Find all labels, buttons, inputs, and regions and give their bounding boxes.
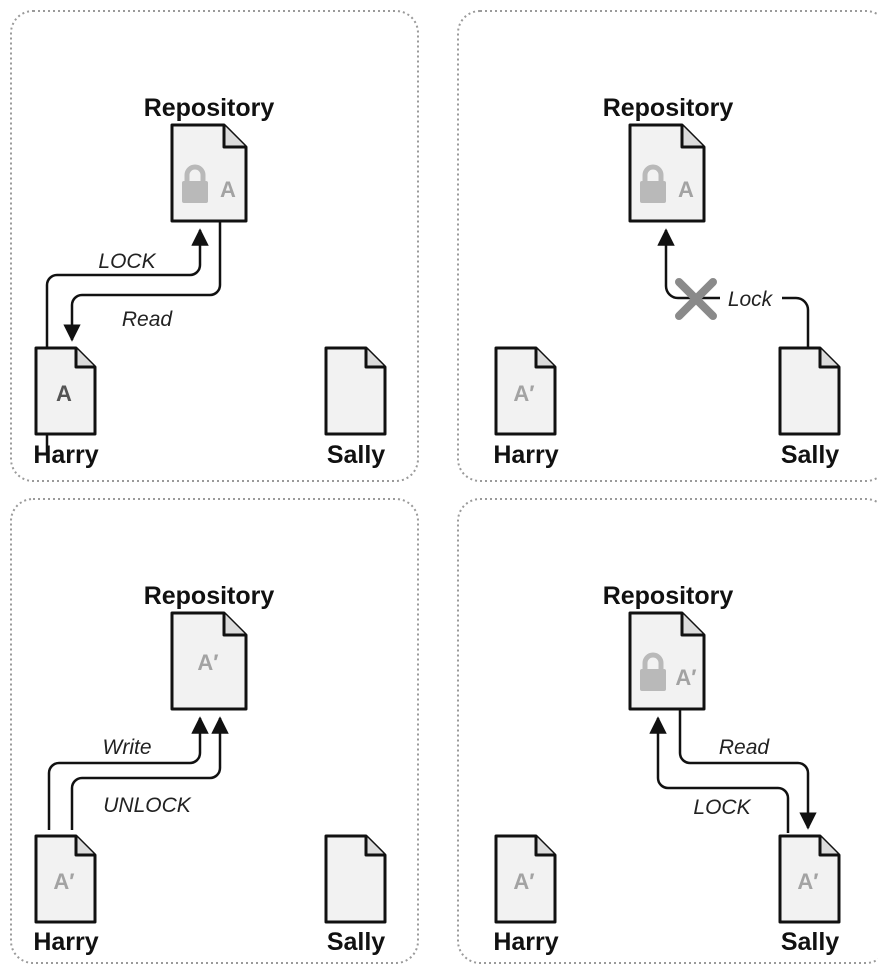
- harry-label: Harry: [33, 441, 98, 469]
- document-icon: [324, 346, 387, 436]
- repository-file: A′: [628, 611, 706, 711]
- file-version: A: [678, 177, 694, 202]
- arrow-label-read: Read: [719, 736, 771, 759]
- arrow-label-unlock: UNLOCK: [103, 794, 192, 817]
- file-version: A: [56, 381, 72, 406]
- arrow-label-lock: LOCK: [98, 250, 156, 273]
- file-version: A′: [513, 381, 534, 406]
- unlock-arrow-line: [70, 716, 229, 830]
- document-icon: [34, 834, 97, 924]
- arrow-label-lock: Lock: [728, 288, 774, 311]
- file-version: A′: [197, 650, 218, 675]
- file-version: A′: [797, 869, 818, 894]
- sally-file: [324, 834, 387, 924]
- repository-label: Repository: [144, 582, 275, 610]
- sally-label: Sally: [327, 928, 385, 956]
- repository-label: Repository: [144, 94, 275, 122]
- sally-file: [778, 346, 841, 436]
- file-version: A′: [513, 869, 534, 894]
- arrow-label-write: Write: [103, 736, 152, 759]
- lock-icon: [640, 652, 666, 691]
- lock-attempt-arrow-line-to-repo: [657, 228, 720, 300]
- sally-label: Sally: [781, 441, 839, 469]
- blocked-x-icon: [675, 278, 717, 320]
- panel-border: [457, 498, 878, 964]
- file-version: A′: [675, 665, 696, 690]
- panel-1: Repository A LOCK Read A Harry Sally: [10, 10, 419, 482]
- document-icon: [494, 346, 557, 436]
- lock-arrow-line: [45, 228, 209, 455]
- document-icon: [170, 611, 248, 711]
- harry-label: Harry: [493, 928, 558, 956]
- panel-4: Repository A′ Read LOCK A′ A′ Harry Sall…: [457, 498, 878, 964]
- harry-file: A′: [34, 834, 97, 924]
- document-icon: [324, 834, 387, 924]
- repository-file: A: [628, 123, 706, 223]
- repository-file: A′: [170, 611, 248, 711]
- panel-3: Repository A′ Write UNLOCK A′ Harry Sall…: [10, 498, 419, 964]
- file-version: A: [220, 177, 236, 202]
- lock-icon: [640, 164, 666, 203]
- harry-label: Harry: [33, 928, 98, 956]
- panel-2: Repository A Lock A′ Harry Sal: [457, 10, 878, 482]
- sally-file: [324, 346, 387, 436]
- document-icon: [34, 346, 97, 436]
- repository-label: Repository: [603, 94, 734, 122]
- harry-label: Harry: [493, 441, 558, 469]
- document-icon: [778, 834, 841, 924]
- harry-file: A′: [494, 346, 557, 436]
- repository-file: A: [170, 123, 248, 223]
- write-arrow-line: [47, 716, 209, 830]
- harry-file: A′: [494, 834, 557, 924]
- read-arrow-line: [678, 710, 817, 830]
- arrow-label-lock: LOCK: [693, 796, 751, 819]
- harry-file: A: [34, 346, 97, 436]
- file-version: A′: [53, 869, 74, 894]
- arrow-label-read: Read: [122, 308, 174, 331]
- read-arrow-line: [63, 222, 222, 342]
- sally-label: Sally: [781, 928, 839, 956]
- document-icon: [778, 346, 841, 436]
- panel-border: [10, 10, 419, 482]
- lock-attempt-arrow-line: [782, 296, 810, 380]
- document-icon: [494, 834, 557, 924]
- lock-icon: [182, 164, 208, 203]
- repository-label: Repository: [603, 582, 734, 610]
- sally-file: A′: [778, 834, 841, 924]
- panel-border: [10, 498, 419, 964]
- sally-label: Sally: [327, 441, 385, 469]
- lock-arrow-line: [649, 716, 790, 833]
